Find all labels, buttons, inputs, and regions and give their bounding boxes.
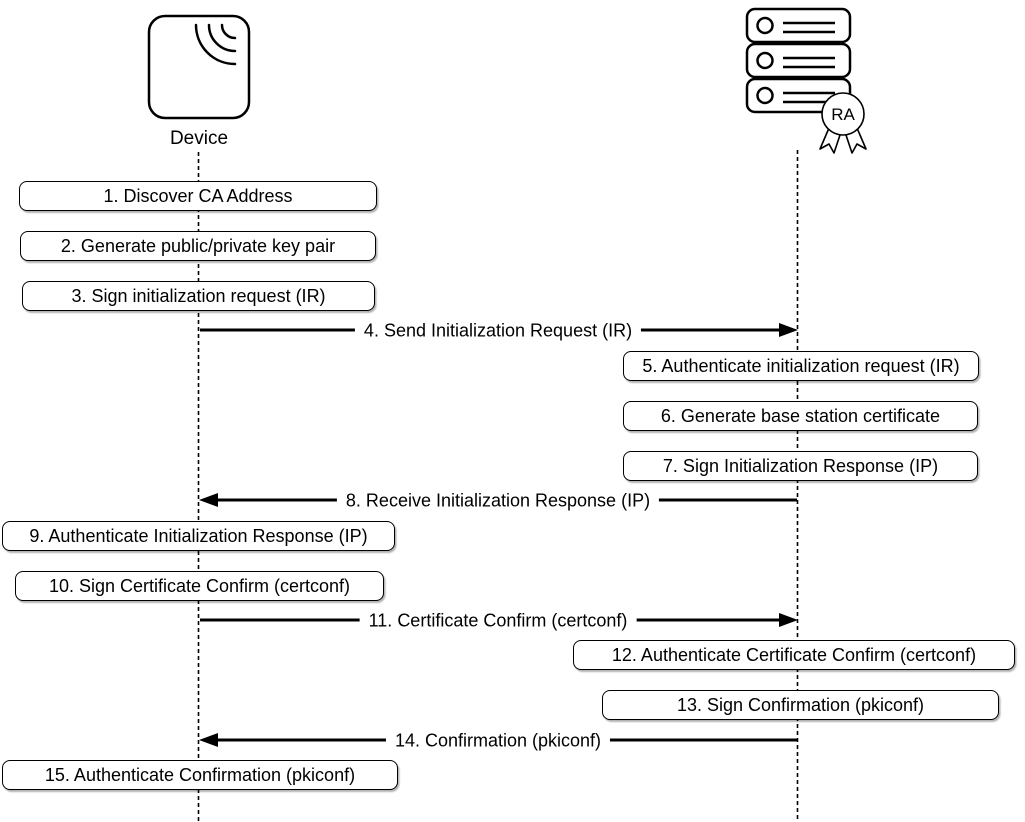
- step-box-7: 7. Sign Initialization Response (IP): [623, 451, 978, 481]
- rack-unit: [745, 7, 852, 44]
- step-box-9: 9. Authenticate Initialization Response …: [2, 521, 395, 551]
- rack-unit: [745, 42, 852, 79]
- step-box-5: 5. Authenticate initialization request (…: [623, 351, 979, 381]
- wifi-arcs-icon: [194, 23, 237, 66]
- step-box-13: 13. Sign Confirmation (pkiconf): [602, 690, 999, 720]
- step-box-2: 2. Generate public/private key pair: [20, 231, 376, 261]
- device-actor-label: Device: [169, 128, 229, 149]
- ra-badge-label: RA: [831, 105, 855, 124]
- step-box-3: 3. Sign initialization request (IR): [22, 281, 375, 311]
- message-label-8: 8. Receive Initialization Response (IP): [336, 490, 660, 512]
- step-box-15: 15. Authenticate Confirmation (pkiconf): [2, 760, 398, 790]
- ra-badge-icon: RA: [819, 92, 867, 154]
- server-stack-icon: RA: [745, 7, 867, 154]
- step-box-12: 12. Authenticate Certificate Confirm (ce…: [573, 640, 1015, 670]
- arrowhead-right-icon: [779, 323, 798, 337]
- arrowhead-left-icon: [199, 493, 218, 507]
- arrowhead-left-icon: [199, 733, 218, 747]
- arrowhead-right-icon: [779, 613, 798, 627]
- wireless-device-icon: [147, 14, 251, 120]
- message-label-14: 14. Confirmation (pkiconf): [385, 730, 611, 752]
- step-box-10: 10. Sign Certificate Confirm (certconf): [15, 571, 384, 601]
- message-label-11: 11. Certificate Confirm (certconf): [359, 610, 637, 632]
- message-label-4: 4. Send Initialization Request (IR): [354, 320, 642, 342]
- step-box-6: 6. Generate base station certificate: [623, 401, 978, 431]
- step-box-1: 1. Discover CA Address: [19, 181, 377, 211]
